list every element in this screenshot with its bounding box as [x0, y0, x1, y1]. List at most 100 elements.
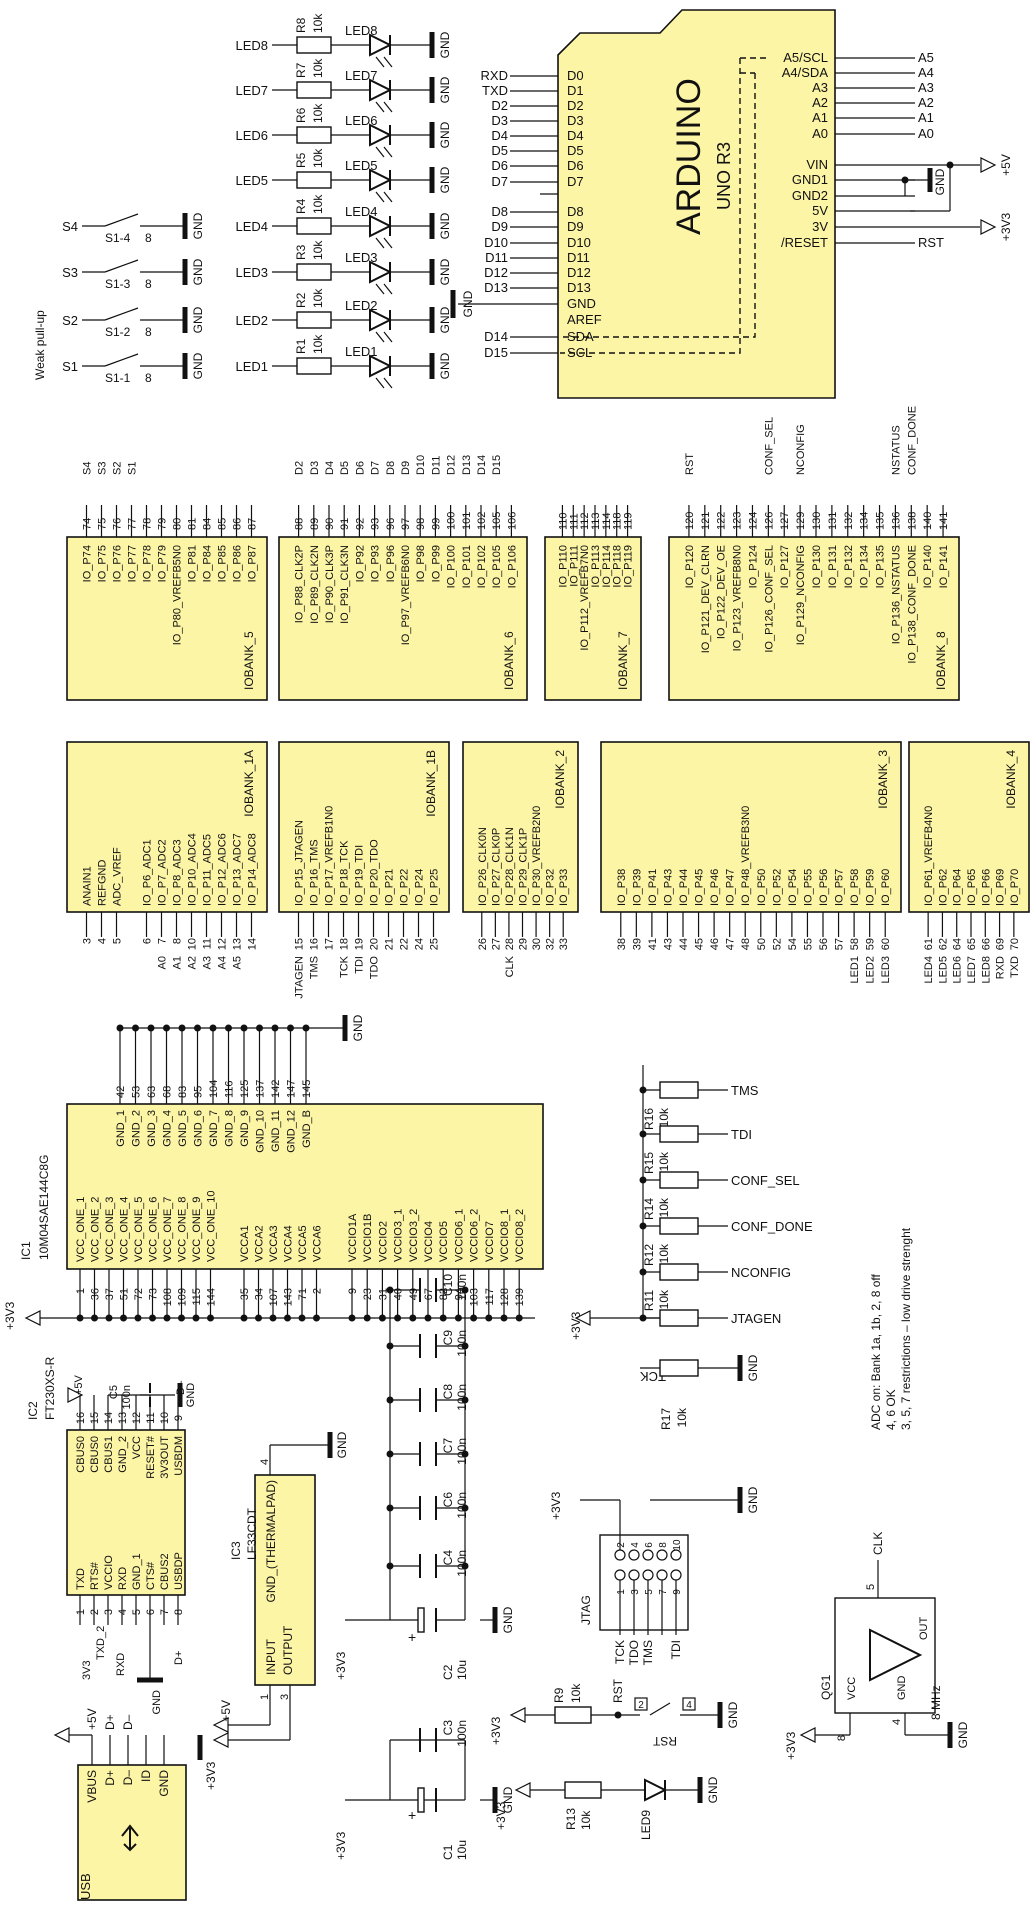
led-diode-5	[369, 168, 393, 192]
pin-net: D7	[370, 461, 382, 475]
pin-num: 121	[700, 512, 712, 530]
pullup-ref: R12	[642, 1244, 656, 1266]
arduino-net-d5: D5	[491, 143, 508, 158]
qg1-supply-arrow	[799, 1727, 816, 1743]
arduino-rpin-3: A2	[812, 95, 828, 110]
pin-num: 23	[362, 1288, 374, 1300]
pin-net: A2	[187, 956, 199, 969]
led-gnd-label: GND	[438, 306, 452, 333]
arduino-rpin-2: A3	[812, 80, 828, 95]
qg1-out: OUT	[918, 1617, 930, 1641]
jtag-net-1: TDO	[627, 1640, 641, 1665]
pin-name: VCCIO6_2	[469, 1209, 481, 1262]
pin-num: 8	[172, 938, 184, 944]
pin-name: VCCIO8_1	[499, 1209, 511, 1262]
p5v-label: +5V	[999, 154, 1013, 176]
resistor-value: 10k	[311, 148, 325, 168]
led-emit-arrows	[375, 146, 393, 158]
switch-pin: 8	[145, 325, 152, 339]
pullup-net-conf_done: CONF_DONE	[731, 1219, 813, 1234]
pin-num: 132	[843, 512, 855, 530]
pin-num: 137	[255, 1080, 267, 1098]
resistor-value: 10k	[311, 194, 325, 214]
led-net-1: LED1	[235, 359, 268, 374]
pin-name: IO_P17_VREFB1N0	[324, 806, 336, 906]
pin-num: 90	[324, 518, 336, 530]
r9-ref: R9	[552, 1687, 566, 1703]
pin-name: IO_P96	[385, 545, 397, 582]
arduino-rpin-9: 5V	[812, 203, 828, 218]
reset-p4: 4	[686, 1700, 692, 1711]
pin-net: LED2	[865, 956, 877, 984]
junction-dot	[461, 1396, 469, 1404]
pin-num: 105	[491, 512, 503, 530]
pin-name: IO_P100	[446, 545, 458, 588]
fpga-banks-section: 74IO_P74S475IO_P75S376IO_P76S277IO_P77S1…	[66, 406, 1030, 999]
switch-gnd-label: GND	[191, 306, 205, 333]
pin-num: 135	[875, 512, 887, 530]
resistor-ref: R5	[294, 152, 308, 168]
pin-num: 65	[966, 938, 978, 950]
ic3-in-arrow	[212, 1717, 229, 1733]
junction-dot	[240, 1024, 248, 1032]
pin-name: VCC_ONE_8	[177, 1197, 189, 1262]
pin-name: IO_P118	[612, 545, 624, 588]
pin-num: 145	[301, 1080, 313, 1098]
ic2-lpin: TXD	[75, 1568, 87, 1590]
resistor-ref: R7	[294, 62, 308, 78]
led-ref-1: LED1	[345, 344, 378, 359]
pin-num: 69	[995, 938, 1007, 950]
r13-val: 10k	[579, 1810, 593, 1830]
pin-name: VCC_ONE_7	[162, 1197, 174, 1262]
pin-net: CONF_DONE	[906, 406, 918, 475]
pin-net: TCK	[339, 955, 351, 978]
pullup-net-tms: TMS	[731, 1083, 759, 1098]
ic1-gnd-label: GND	[351, 1014, 365, 1041]
pin-name: VCCIO2	[377, 1221, 389, 1262]
pin-num: 89	[309, 518, 321, 530]
pin-name: IO_P46	[709, 869, 721, 906]
led9-supply-arrow	[514, 1782, 531, 1798]
pin-net: CLK	[504, 955, 516, 977]
led-emit-arrows	[375, 237, 393, 249]
pin-name: IO_P25	[429, 869, 441, 906]
ic2-rnum: 9	[173, 1415, 185, 1421]
arduino-rpin-10: 3V	[812, 219, 828, 234]
pin-name: IO_P93	[370, 545, 382, 582]
pin-num: 66	[980, 938, 992, 950]
pin-num: 60	[880, 938, 892, 950]
junction-dot	[163, 1024, 170, 1032]
junction-dot	[105, 1314, 113, 1322]
ic3-in: INPUT	[264, 1638, 278, 1675]
usb-net: D–	[121, 1714, 135, 1730]
jtag-pin-10	[670, 1549, 682, 1561]
ic1-body	[66, 1103, 544, 1270]
led9-diode	[644, 1778, 668, 1802]
pullup-supply-label: +3V3	[569, 1311, 583, 1340]
arduino-net-d10: D10	[484, 235, 508, 250]
pin-name: IO_P105	[491, 545, 503, 588]
fpga-bank-bot-3	[600, 741, 902, 913]
pin-name: IO_P24	[414, 869, 426, 906]
ic3-ref: IC3	[229, 1541, 243, 1560]
led-ref-4: LED4	[345, 204, 378, 219]
pin-num: 98	[415, 518, 427, 530]
cap-val: 100n	[455, 1330, 469, 1357]
junction-dot	[132, 1024, 139, 1032]
pin-num: 36	[90, 1288, 102, 1300]
pin-name: IO_P84	[202, 545, 214, 582]
ic2-rnum: 15	[89, 1412, 101, 1424]
pin-name: IO_P135	[875, 545, 887, 588]
pin-name: IO_P38	[616, 869, 628, 906]
qg1-freq: 8 MHz	[929, 1685, 943, 1720]
pin-name: IO_P90_CLK3P	[324, 545, 336, 623]
qg1-p8: 8	[836, 1735, 848, 1741]
pin-num: 84	[202, 518, 214, 530]
pin-num: 71	[297, 1288, 309, 1300]
pin-name: VCCIO8_2	[514, 1209, 526, 1262]
led-emit-arrows	[375, 377, 393, 389]
ic2-rnum: 10	[159, 1412, 171, 1424]
pin-num: 114	[601, 512, 613, 530]
arduino-net-d15: D15	[484, 345, 508, 360]
pin-net: D6	[354, 461, 366, 475]
